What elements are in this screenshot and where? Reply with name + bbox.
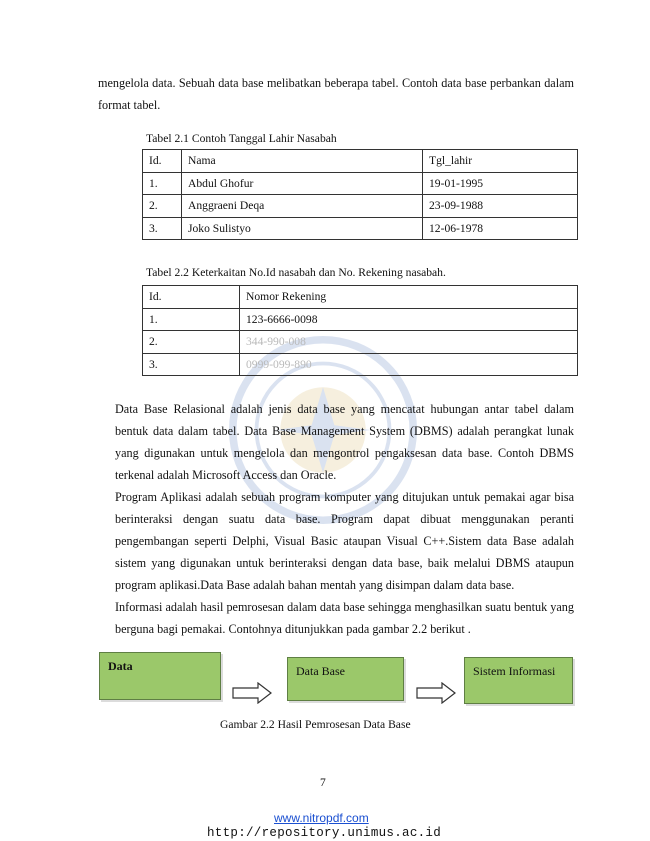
nitropdf-link[interactable]: www.nitropdf.com	[274, 811, 369, 825]
table-header-row: Id. Nama Tgl_lahir	[142, 149, 578, 173]
header-cell: Id.	[142, 149, 182, 173]
table-cell: 3.	[142, 216, 182, 240]
table-row: 3. Joko Sulistyo 12-06-1978	[142, 216, 578, 240]
intro-paragraph: mengelola data. Sebuah data base melibat…	[98, 76, 574, 112]
paragraph-information: Informasi adalah hasil pemrosesan dalam …	[115, 600, 574, 636]
right-arrow-icon	[232, 682, 272, 704]
table-row: 1. Abdul Ghofur 19-01-1995	[142, 171, 578, 195]
table-cell: 3.	[142, 352, 240, 376]
page-number: 7	[320, 776, 326, 789]
table-cell: 344-990-008	[239, 330, 578, 354]
right-arrow-icon	[416, 682, 456, 704]
table-cell: 1.	[142, 307, 240, 331]
table-cell: 0999-099-890	[239, 352, 578, 376]
paragraph-application-program: Program Aplikasi adalah sebuah program k…	[115, 490, 574, 592]
table-cell: 1.	[142, 171, 182, 195]
figure-box-database: Data Base	[287, 657, 404, 701]
table1-caption: Tabel 2.1 Contoh Tanggal Lahir Nasabah	[146, 132, 337, 145]
table-cell: 12-06-1978	[422, 216, 578, 240]
table-row: 2. Anggraeni Deqa 23-09-1988	[142, 194, 578, 218]
table-cell: Abdul Ghofur	[181, 171, 423, 195]
table-row: 1. 123-6666-0098	[142, 307, 578, 331]
table-cell: 23-09-1988	[422, 194, 578, 218]
figure-box-data: Data	[99, 652, 221, 700]
repository-url: http://repository.unimus.ac.id	[207, 826, 442, 840]
header-cell: Nomor Rekening	[239, 285, 578, 309]
paragraph-relational-db: Data Base Relasional adalah jenis data b…	[115, 402, 574, 482]
table-header-row: Id. Nomor Rekening	[142, 285, 578, 309]
table-cell: 123-6666-0098	[239, 307, 578, 331]
table-cell: 2.	[142, 194, 182, 218]
header-cell: Nama	[181, 149, 423, 173]
table-cell: 2.	[142, 330, 240, 354]
table-account-numbers: Id. Nomor Rekening 1. 123-6666-0098 2. 3…	[142, 285, 578, 376]
table-cell: Anggraeni Deqa	[181, 194, 423, 218]
table2-caption: Tabel 2.2 Keterkaitan No.Id nasabah dan …	[146, 266, 446, 279]
figure-box-information-system: Sistem Informasi	[464, 657, 573, 704]
table-row: 3. 0999-099-890	[142, 352, 578, 376]
figure-caption: Gambar 2.2 Hasil Pemrosesan Data Base	[220, 718, 411, 731]
table-birthdates: Id. Nama Tgl_lahir 1. Abdul Ghofur 19-01…	[142, 149, 578, 240]
table-cell: Joko Sulistyo	[181, 216, 423, 240]
table-cell: 19-01-1995	[422, 171, 578, 195]
table-row: 2. 344-990-008	[142, 330, 578, 354]
header-cell: Tgl_lahir	[422, 149, 578, 173]
header-cell: Id.	[142, 285, 240, 309]
